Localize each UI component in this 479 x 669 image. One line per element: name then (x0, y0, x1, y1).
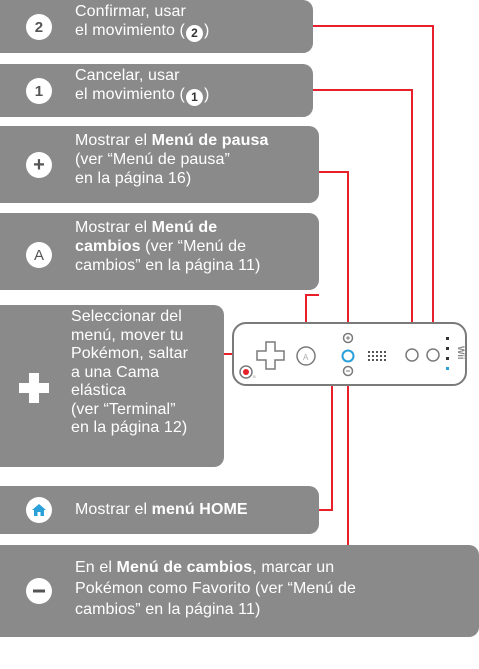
home-button-icon (26, 497, 52, 523)
remote-2-button-icon (426, 348, 440, 362)
wii-logo: Wii (456, 346, 466, 359)
callout-dpad: Seleccionar del menú, mover tu Pokémon, … (0, 305, 224, 467)
connector-plus (319, 171, 349, 334)
remote-minus-icon (342, 365, 354, 377)
connector-button-2 (313, 25, 434, 348)
button-2-inline-icon: 2 (185, 25, 203, 42)
button-1-icon: 1 (26, 78, 52, 104)
power-button-icon (239, 365, 253, 379)
remote-a-button-icon (296, 346, 316, 366)
callout-button-1: 1 Cancelar, usar el movimiento (1) (0, 64, 313, 117)
remote-home-icon (341, 349, 355, 363)
a-button-icon: A (26, 242, 52, 268)
player-led-icon (446, 337, 449, 370)
plus-button-icon: + (26, 152, 52, 178)
callout-text-line: el movimiento ( (75, 22, 185, 39)
wii-remote: B A (232, 322, 467, 386)
callout-button-2: 2 Confirmar, usar el movimiento (2) (0, 0, 313, 53)
button-1-inline-icon: 1 (185, 89, 203, 106)
connector-a (305, 294, 319, 346)
callout-plus-button: + Mostrar el Menú de pausa (ver “Menú de… (0, 126, 319, 203)
callout-a-button: A Mostrar el Menú de cambios (ver “Menú … (0, 213, 319, 290)
callout-text-line: el movimiento ( (75, 86, 185, 103)
callout-home-button: Mostrar el menú HOME (0, 486, 319, 534)
remote-dpad-icon (256, 341, 285, 370)
button-2-icon: 2 (26, 14, 52, 40)
callout-minus-button: En el Menú de cambios, marcar un Pokémon… (0, 545, 479, 637)
dpad-icon (19, 373, 49, 403)
connector-home (319, 352, 342, 511)
minus-button-icon (26, 578, 52, 604)
callout-text-line: Cancelar, usar (75, 67, 180, 84)
callout-text-line: Confirmar, usar (75, 3, 186, 20)
remote-plus-icon (342, 332, 354, 344)
speaker-grille-icon (368, 351, 386, 361)
svg-text:A: A (303, 353, 309, 362)
remote-1-button-icon (405, 348, 419, 362)
svg-text:B: B (253, 374, 256, 379)
connector-button-1 (313, 89, 413, 348)
